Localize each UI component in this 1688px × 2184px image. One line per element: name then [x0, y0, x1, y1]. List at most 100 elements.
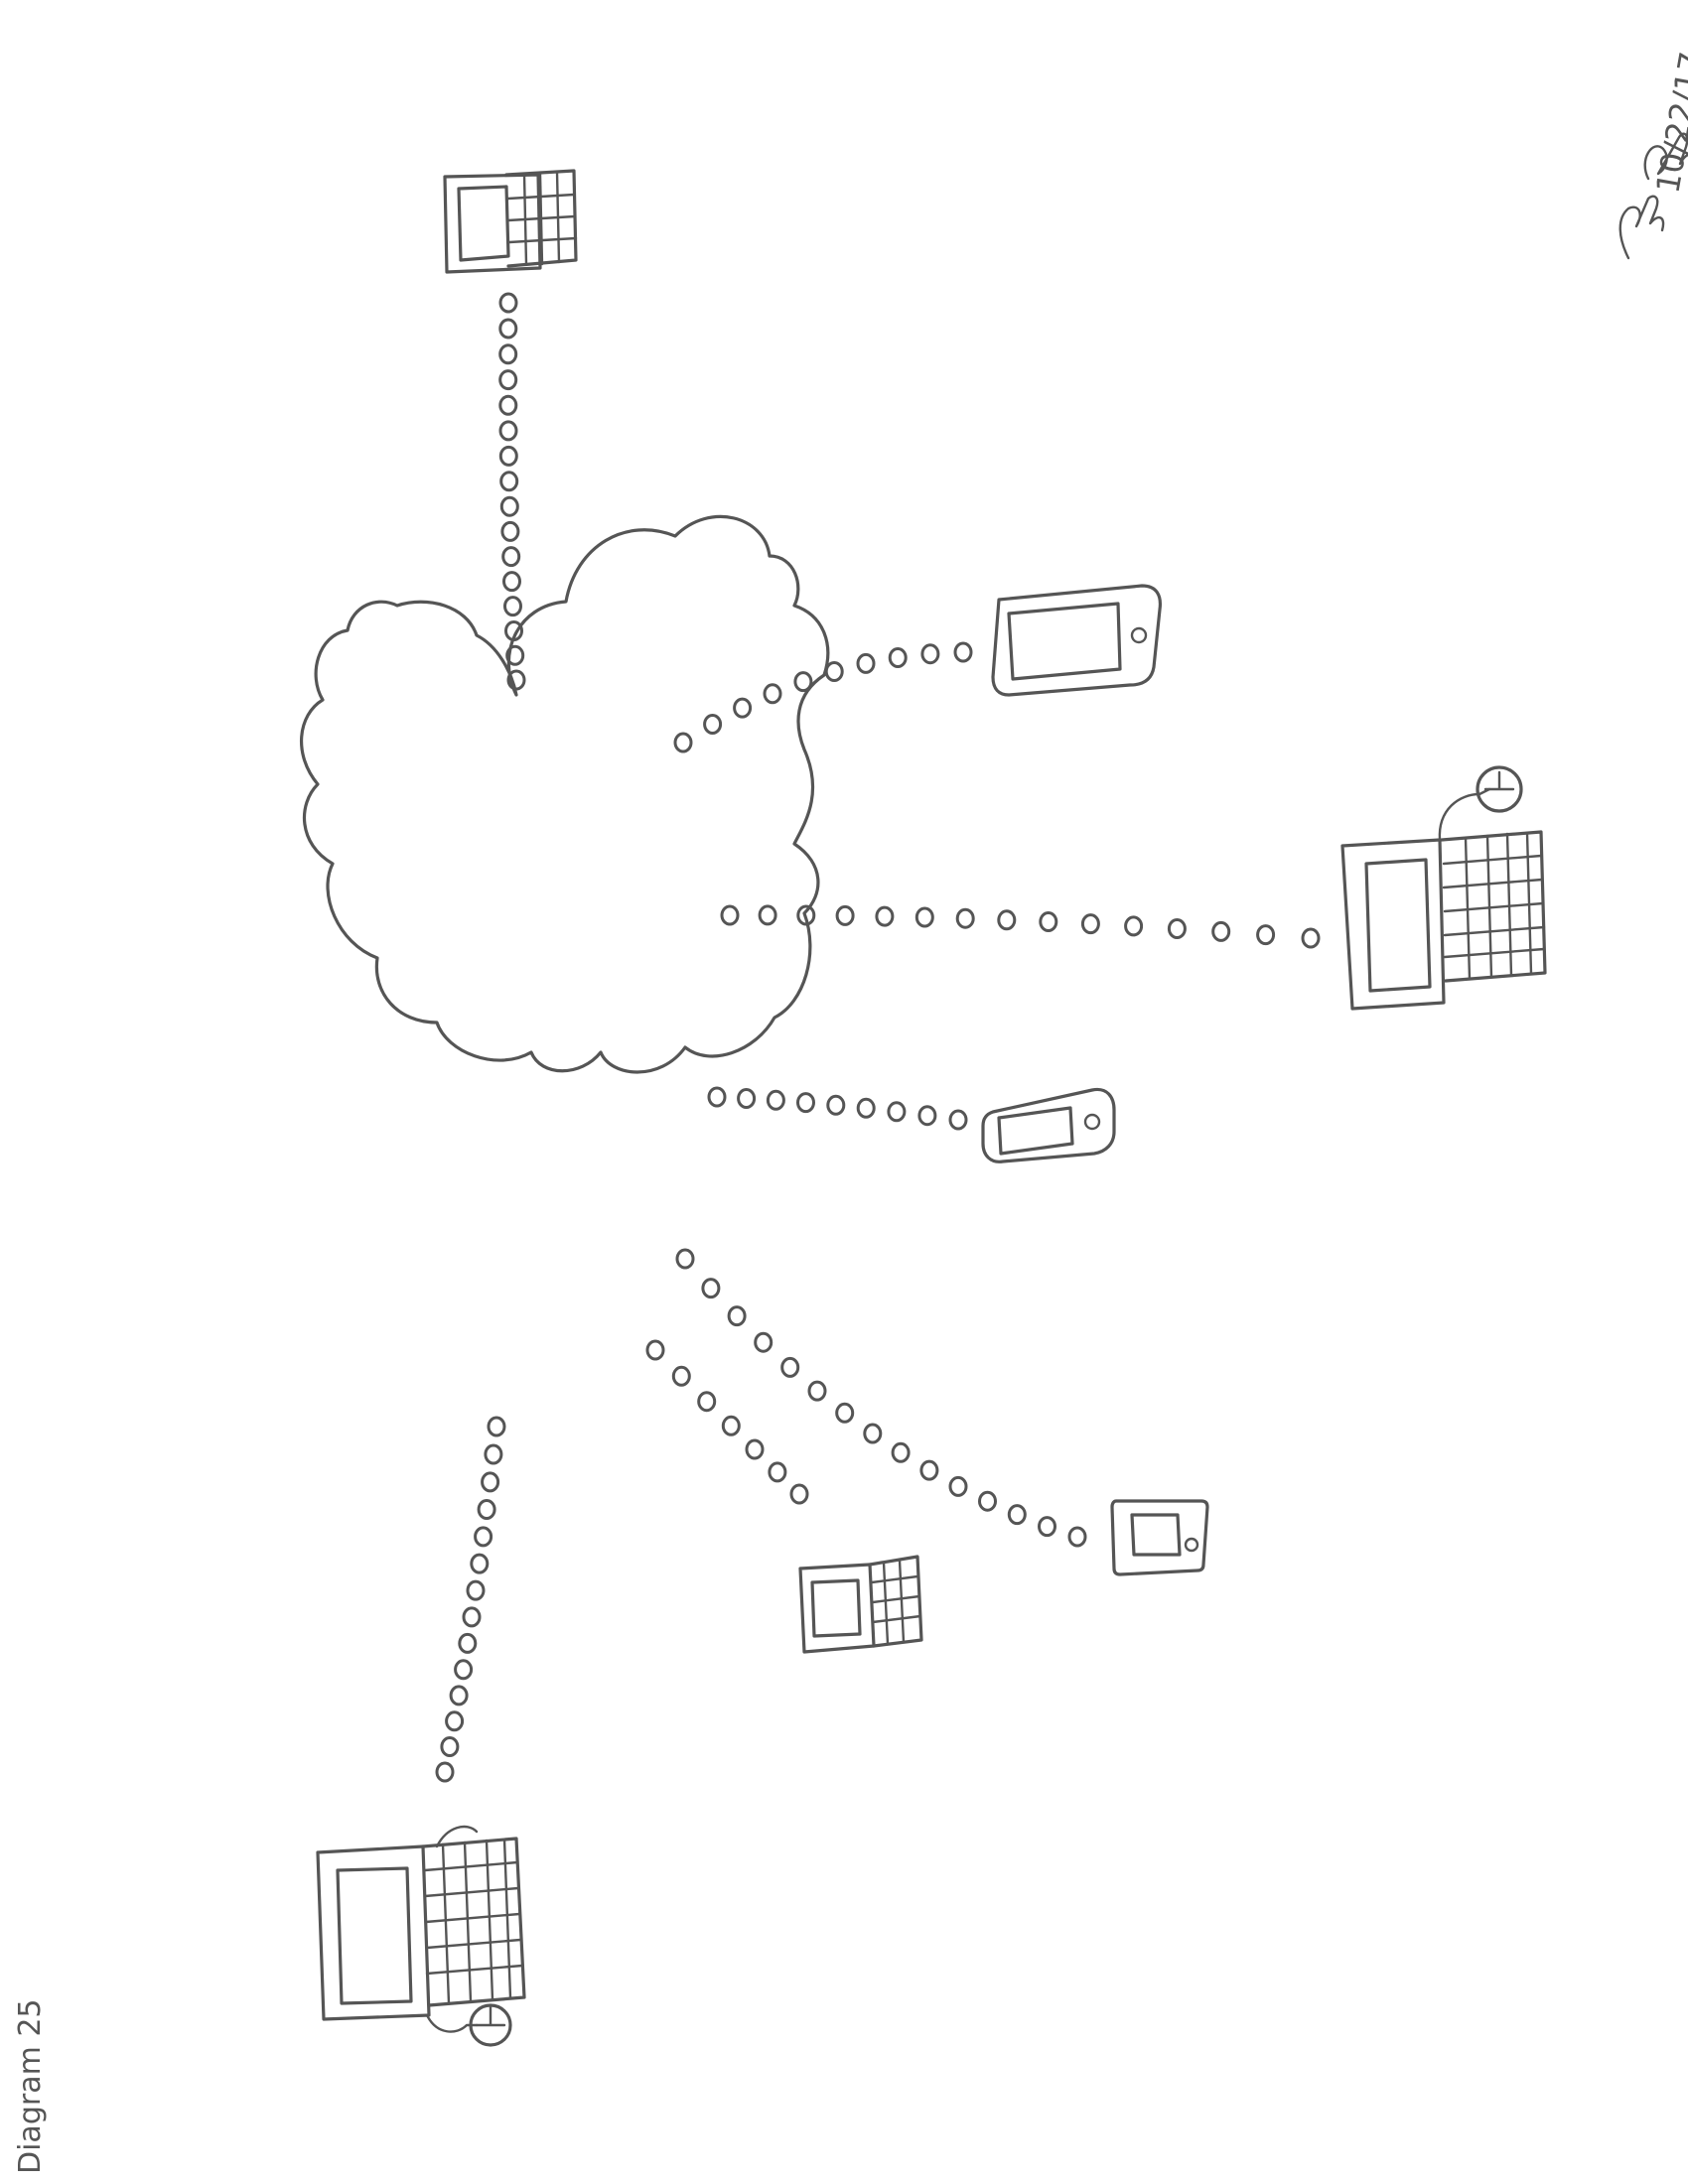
link-dot [780, 1356, 800, 1378]
link-dot [1007, 1504, 1027, 1526]
link-dot [754, 1331, 774, 1353]
tablet-upper [991, 584, 1163, 697]
link-phone-lower-right [675, 1248, 1087, 1548]
link-dot [703, 714, 723, 735]
link-dot [435, 1761, 455, 1783]
link-dot [948, 1109, 968, 1131]
link-dot [701, 1278, 721, 1299]
link-dot [720, 904, 740, 926]
diagram-label: Diagram 25 [13, 1998, 48, 2174]
signature [1618, 132, 1688, 260]
link-dot [502, 571, 521, 593]
link-dot [1067, 1526, 1087, 1548]
link-dot [953, 641, 973, 663]
cloud-hub [299, 514, 830, 1074]
link-dot [501, 546, 521, 568]
link-dot [763, 683, 782, 705]
link-tablet-upper [673, 641, 973, 753]
link-top-laptop [498, 292, 526, 691]
link-dot [498, 343, 518, 365]
link-dot [645, 1339, 665, 1361]
link-dot [675, 1248, 695, 1270]
link-dot [721, 1415, 741, 1436]
phone-lower-right [1110, 1499, 1209, 1576]
link-dot [1256, 924, 1276, 946]
link-dot [454, 1659, 474, 1681]
link-dot [498, 318, 518, 340]
link-dot [796, 904, 816, 926]
link-dot [793, 671, 813, 693]
laptop-with-mouse-right [1340, 765, 1547, 1011]
link-dot [978, 1490, 997, 1512]
link-dot [505, 644, 525, 666]
link-dot [498, 445, 518, 467]
link-dot [824, 661, 844, 682]
link-dot [917, 1105, 937, 1127]
link-dot [1039, 911, 1058, 932]
link-dot [462, 1606, 482, 1628]
link-dot [498, 369, 518, 391]
link-dot [891, 1441, 911, 1463]
link-dot [789, 1483, 809, 1505]
link-dot [887, 1101, 907, 1123]
link-dot [458, 1632, 478, 1654]
link-dot [498, 292, 518, 314]
link-laptop-mouse-bottom [435, 1416, 506, 1783]
link-dot [835, 1402, 855, 1424]
link-dot [914, 906, 934, 928]
link-dot [919, 1459, 939, 1481]
link-dot [474, 1526, 493, 1548]
connection-links [435, 292, 1321, 1783]
link-dot [733, 697, 753, 719]
link-dot [481, 1471, 500, 1493]
link-dot [863, 1423, 883, 1444]
link-dot [955, 907, 975, 929]
link-dot [440, 1736, 460, 1757]
link-dot [997, 909, 1017, 931]
link-dot [1211, 920, 1231, 942]
link-dot [875, 905, 895, 927]
link-dot [504, 620, 523, 641]
link-dot [484, 1443, 503, 1465]
link-dot [671, 1365, 691, 1387]
phone-middle [981, 1087, 1116, 1163]
link-dot [499, 495, 519, 517]
link-dot [477, 1499, 496, 1520]
link-dot [498, 394, 518, 416]
link-dot [1124, 915, 1144, 937]
link-dot [796, 1092, 815, 1114]
link-dot [807, 1380, 827, 1402]
link-dot [697, 1391, 717, 1413]
link-laptop-mouse-right [720, 904, 1321, 949]
link-dot [768, 1461, 787, 1483]
link-dot [727, 1305, 747, 1327]
link-dot [1301, 927, 1321, 949]
link-dot [856, 1097, 876, 1119]
link-dot [835, 904, 855, 926]
link-dot [920, 643, 940, 665]
link-dot [500, 520, 520, 542]
link-dot [826, 1094, 846, 1116]
link-dot [888, 647, 908, 668]
laptop-with-mouse-bottom [316, 1825, 526, 2047]
link-dot [449, 1685, 469, 1706]
link-dot [758, 904, 777, 926]
link-dot [745, 1438, 765, 1460]
link-dot [766, 1089, 785, 1111]
link-phone-middle [707, 1086, 968, 1131]
link-dot [737, 1088, 757, 1109]
link-dot [466, 1579, 486, 1601]
laptop-top [443, 169, 578, 274]
link-dot [498, 420, 518, 442]
link-dot [506, 669, 526, 691]
link-dot [470, 1553, 490, 1574]
link-dot [499, 471, 519, 492]
link-dot [856, 652, 876, 674]
link-dot [1038, 1516, 1056, 1538]
link-dot [1080, 913, 1100, 935]
date-label: 10/22/17 [1648, 49, 1688, 196]
laptop-small-bottom [798, 1555, 923, 1654]
link-laptop-small-bottom [645, 1339, 809, 1505]
link-dot [487, 1416, 506, 1437]
